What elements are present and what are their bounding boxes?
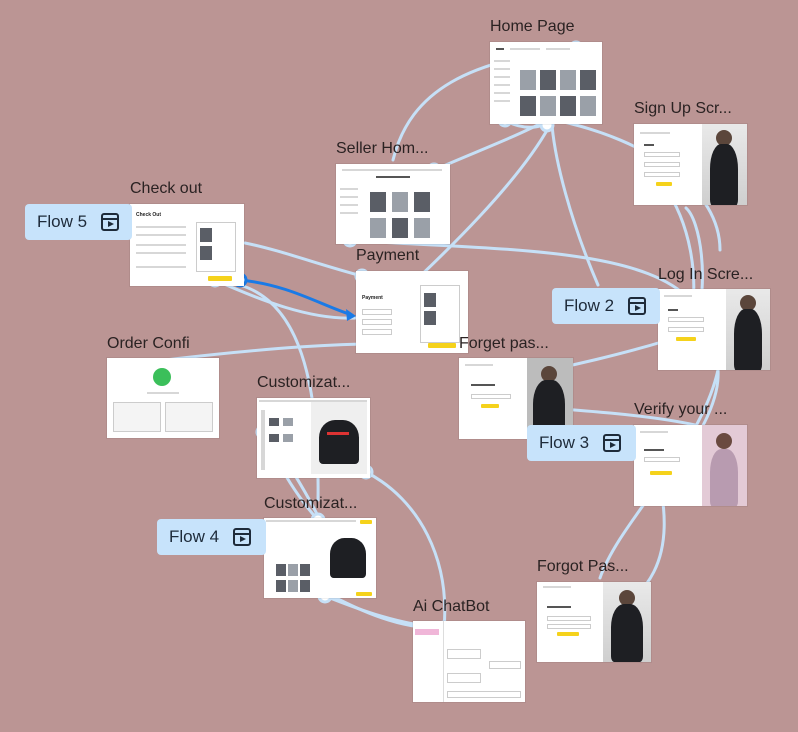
flow-badge-4[interactable]: Flow 4 [157,519,266,555]
frame-checkout[interactable]: Check Out [130,204,244,286]
frame-home-page[interactable] [490,42,602,124]
flow-badge-2[interactable]: Flow 2 [552,288,660,324]
connection-payment-checkout [243,241,364,278]
frame-signup[interactable] [634,124,747,205]
connection-seller-home [432,118,549,172]
checkout-heading: Check Out [136,212,162,218]
flow-5-label: Flow 5 [37,212,88,231]
connection-login-home [550,123,600,287]
play-frame-icon[interactable] [628,297,647,315]
play-frame-icon[interactable] [101,213,120,231]
frame-customization-2[interactable] [264,518,376,598]
play-frame-icon[interactable] [603,434,622,452]
frame-label-payment[interactable]: Payment [356,247,420,264]
frame-payment[interactable]: Payment [356,271,468,353]
success-check-icon [153,368,171,386]
flow-badge-5[interactable]: Flow 5 [25,204,132,240]
play-frame-icon[interactable] [233,528,252,546]
frame-label-forgotpass[interactable]: Forgot Pas... [537,558,629,575]
frame-label-login[interactable]: Log In Scre... [658,266,754,283]
payment-heading: Payment [362,295,383,301]
frame-ai-chatbot[interactable] [413,621,525,702]
flow-4-label: Flow 4 [169,527,220,546]
frame-login[interactable] [658,289,770,370]
connection-checkout-payment [213,278,357,320]
frame-label-custom1[interactable]: Customizat... [257,374,351,391]
frame-label-checkout[interactable]: Check out [130,180,203,197]
flow-3-label: Flow 3 [539,433,590,452]
frame-label-custom2[interactable]: Customizat... [264,495,358,512]
frame-label-order[interactable]: Order Confi [107,335,190,352]
flow-2-label: Flow 2 [564,296,615,315]
connection-selected [239,278,353,317]
frame-label-signup[interactable]: Sign Up Scr... [634,100,732,117]
frame-customization-1[interactable] [257,398,370,478]
frame-seller-home[interactable] [336,164,450,244]
frame-label-chatbot[interactable]: Ai ChatBot [413,598,490,615]
flow-badge-3[interactable]: Flow 3 [527,425,636,461]
frame-order-confirmation[interactable] [107,358,219,438]
frame-label-home[interactable]: Home Page [490,18,575,35]
connection-custom1-chatbot [364,470,447,630]
frame-label-verify[interactable]: Verify your ... [634,401,728,418]
frame-verify[interactable] [634,425,747,506]
arrow-head-icon [346,309,356,321]
frame-forgot-password-2[interactable] [537,582,651,662]
frame-label-seller[interactable]: Seller Hom... [336,140,429,157]
frame-label-forgot[interactable]: Forget pas... [459,335,549,352]
